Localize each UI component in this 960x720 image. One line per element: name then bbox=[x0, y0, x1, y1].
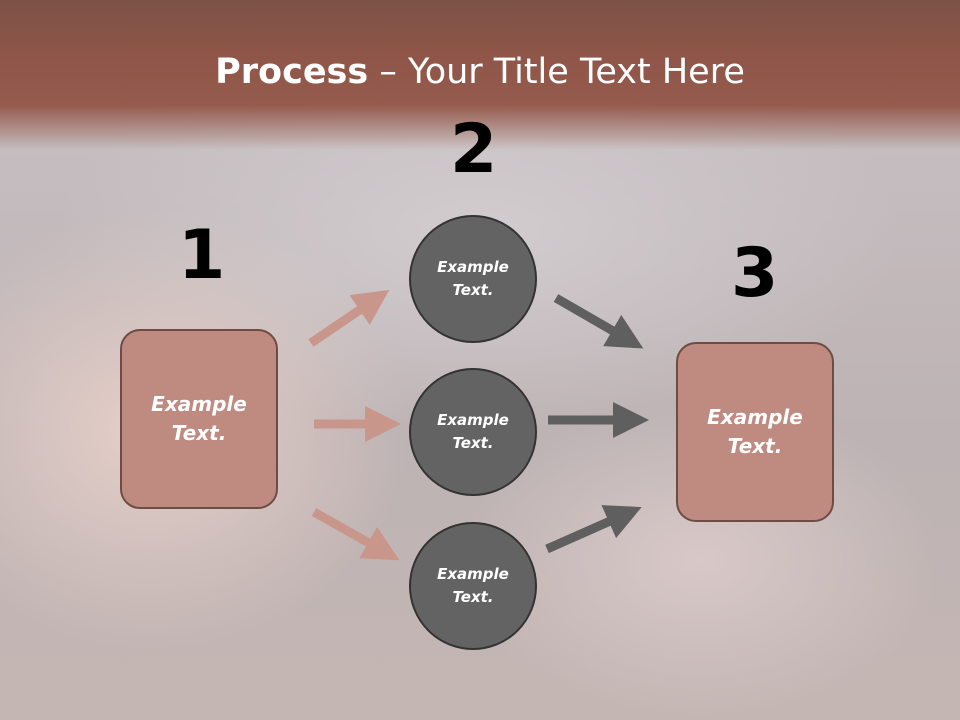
step-2-circle-2-text: Example Text. bbox=[437, 411, 509, 452]
step-1-text: Example Text. bbox=[151, 392, 247, 445]
title-bar bbox=[0, 0, 960, 150]
step-3-text: Example Text. bbox=[707, 405, 803, 458]
step-2-circle-3[interactable]: Example Text. bbox=[409, 522, 537, 650]
step-2-circle-2[interactable]: Example Text. bbox=[409, 368, 537, 496]
step-1-number: 1 bbox=[178, 216, 226, 295]
arrow-2a-to-3 bbox=[553, 294, 644, 349]
title-rest: – Your Title Text Here bbox=[368, 52, 745, 92]
step-2-number: 2 bbox=[450, 110, 498, 189]
step-2-circle-1-text: Example Text. bbox=[437, 258, 509, 299]
step-1-box[interactable]: Example Text. bbox=[120, 329, 278, 509]
step-2-circle-3-text: Example Text. bbox=[437, 565, 509, 606]
arrow-2c-to-3 bbox=[545, 505, 642, 554]
arrow-1-to-2c bbox=[311, 508, 400, 561]
title-bold: Process bbox=[215, 52, 369, 92]
arrow-1-to-2a bbox=[308, 289, 390, 347]
step-3-number: 3 bbox=[731, 234, 779, 313]
step-3-box[interactable]: Example Text. bbox=[676, 342, 834, 522]
slide-title[interactable]: Process – Your Title Text Here bbox=[0, 52, 960, 92]
step-2-circle-1[interactable]: Example Text. bbox=[409, 215, 537, 343]
